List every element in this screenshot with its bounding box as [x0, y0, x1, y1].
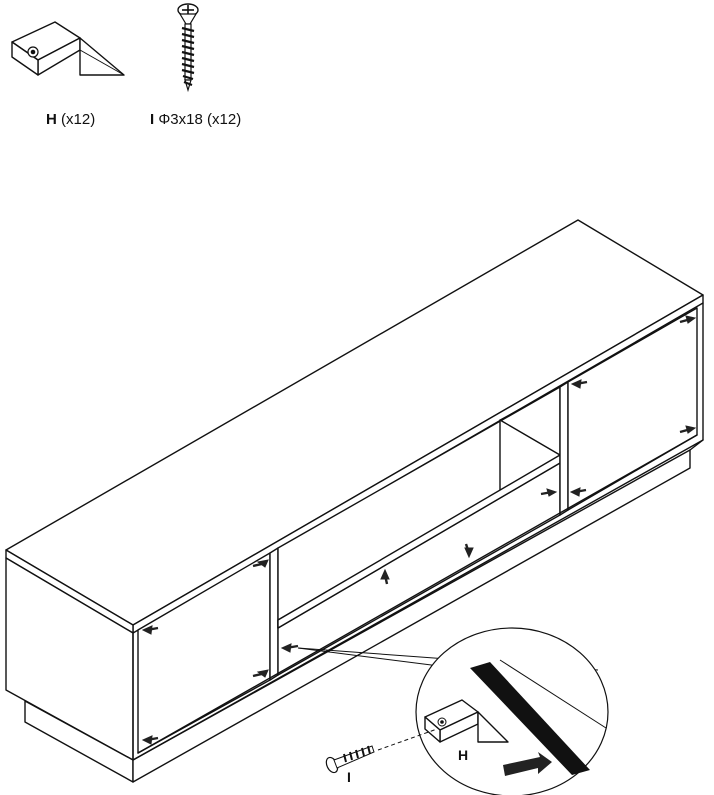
part-h-icon	[11, 21, 125, 76]
insertion-arrows	[141, 315, 697, 745]
detail-callout	[297, 627, 609, 795]
callout-screw-icon	[325, 745, 375, 774]
cabinet-plinth-front	[132, 449, 691, 783]
part-h-label: H (x12)	[46, 111, 95, 128]
part-i-label: I Φ3x18 (x12)	[150, 111, 241, 128]
callout-label-i: I	[347, 769, 351, 785]
part-i-screw-icon	[177, 3, 199, 93]
tv-cabinet	[5, 219, 704, 783]
callout-label-h: H	[458, 747, 468, 763]
